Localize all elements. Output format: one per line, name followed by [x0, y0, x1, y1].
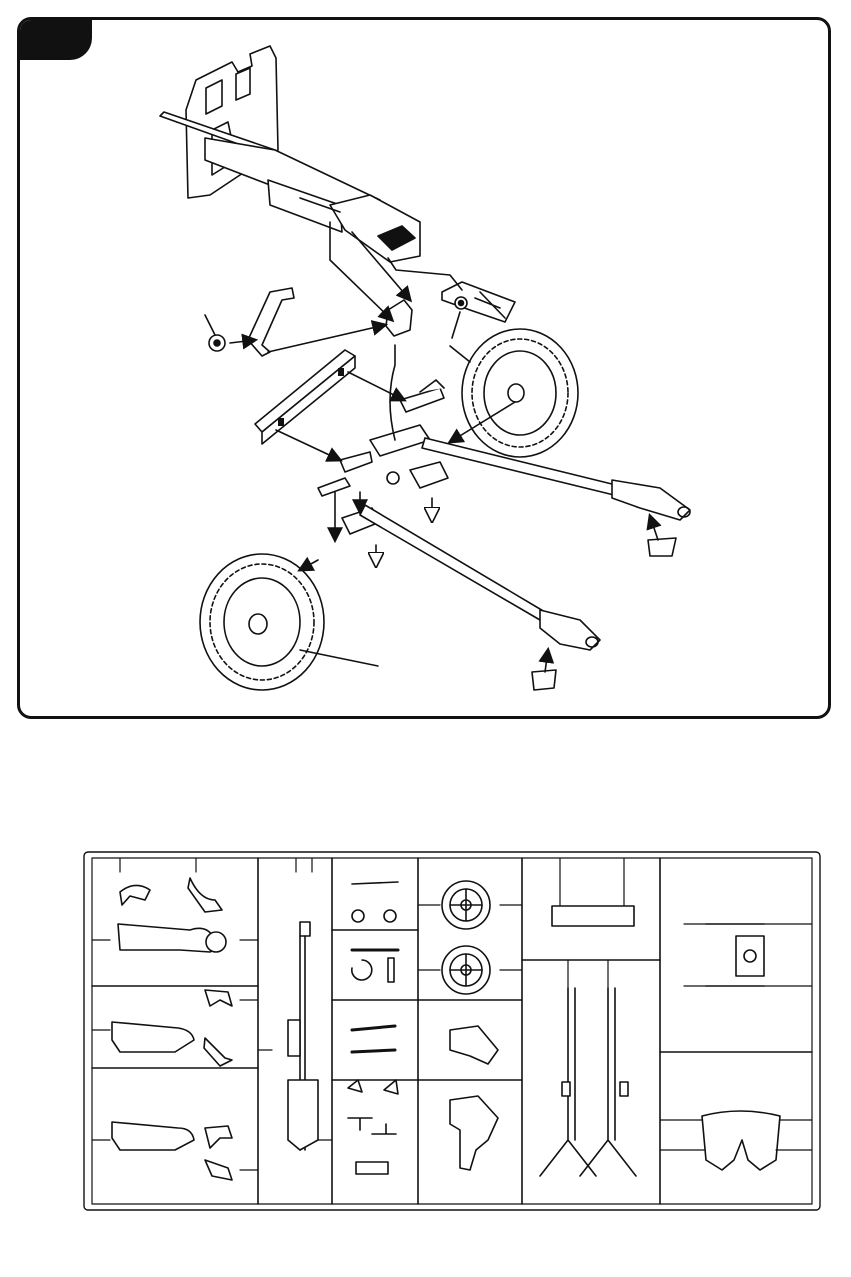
axle-beam [255, 350, 355, 444]
wheel-left [200, 554, 324, 690]
upper-carriage [318, 380, 448, 534]
trail-leg-left [360, 505, 600, 650]
breech-block [442, 282, 515, 322]
spade-right [648, 538, 676, 556]
trail-leg-right [422, 438, 690, 520]
spade-left [532, 670, 556, 690]
wheel-right [462, 329, 578, 457]
elevation-handle [248, 288, 294, 356]
